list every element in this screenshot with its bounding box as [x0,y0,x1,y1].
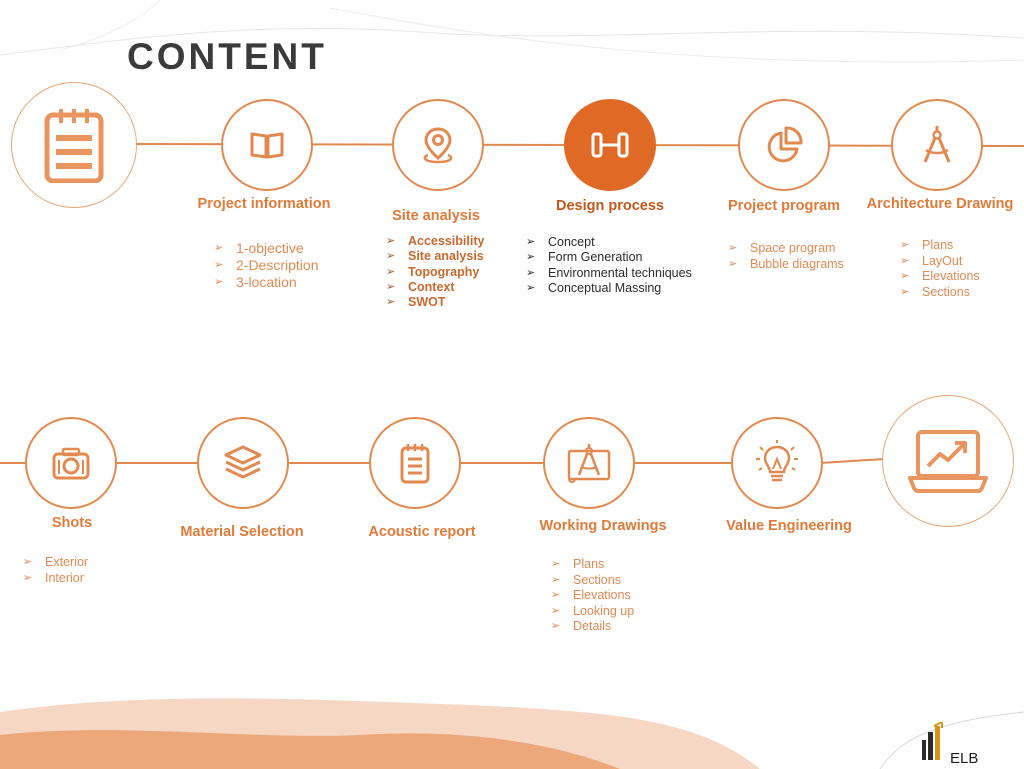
design-process-label: Design process [556,198,664,214]
list-item: Accessibility [386,234,536,250]
material-selection-node [197,417,289,509]
list-item: LayOut [900,254,1020,270]
list-item: Details [551,619,701,635]
site-analysis-list: Accessibility Site analysis Topography C… [386,234,536,311]
list-item: Bubble diagrams [728,257,878,273]
list-item: Elevations [900,269,1020,285]
location-pin-icon [420,126,456,164]
acoustic-report-label: Acoustic report [368,524,476,540]
list-item: 3-location [214,274,364,291]
project-program-node [738,99,830,191]
book-icon [250,130,284,160]
list-item: Topography [386,265,536,281]
acoustic-report-node [369,417,461,509]
list-item: Context [386,280,536,296]
design-process-list: Concept Form Generation Environmental te… [526,235,726,296]
compass-icon [920,124,954,166]
working-drawings-node [543,417,635,509]
design-process-node [564,99,656,191]
laptop-chart-icon [908,428,988,494]
list-item: 2-Description [214,257,364,274]
list-item: Site analysis [386,249,536,265]
list-item: 1-objective [214,240,364,257]
architecture-drawing-label: Architecture Drawing [866,196,1014,212]
list-item: Sections [551,573,701,589]
notepad-icon [399,442,431,484]
logo-text: ELB [950,750,979,767]
list-item: Looking up [551,604,701,620]
project-program-label: Project program [728,198,840,214]
lightbulb-icon [754,439,800,487]
architecture-drawing-list: Plans LayOut Elevations Sections [900,238,1020,300]
list-item: Form Generation [526,250,726,266]
page-title: CONTENT [127,36,327,77]
building-logo-icon [920,720,946,767]
architecture-drawing-node [891,99,983,191]
list-item: Exterior [23,555,143,571]
shots-node [25,417,117,509]
list-item: Environmental techniques [526,266,726,282]
start-node [11,82,137,208]
blueprint-icon [565,441,613,485]
site-analysis-label: Site analysis [392,208,480,224]
site-analysis-node [392,99,484,191]
camera-icon [51,446,91,480]
working-drawings-label: Working Drawings [539,518,667,534]
list-item: Space program [728,241,878,257]
pie-chart-icon [764,125,804,165]
list-item: Plans [900,238,1020,254]
project-information-list: 1-objective 2-Description 3-location [214,240,364,291]
list-item: Concept [526,235,726,251]
layers-icon [223,444,263,482]
material-selection-label: Material Selection [180,524,304,540]
list-item: SWOT [386,295,536,311]
shots-list: Exterior Interior [23,555,143,586]
value-engineering-label: Value Engineering [726,518,852,534]
elb-logo: ELB [920,720,979,767]
shots-label: Shots [51,515,93,531]
list-item: Conceptual Massing [526,281,726,297]
end-node [882,395,1014,527]
project-program-list: Space program Bubble diagrams [728,241,878,272]
notepad-icon [44,107,104,183]
list-item: Sections [900,285,1020,301]
project-information-node [221,99,313,191]
value-engineering-node [731,417,823,509]
working-drawings-list: Plans Sections Elevations Looking up Det… [551,557,701,635]
list-item: Interior [23,571,143,587]
list-item: Plans [551,557,701,573]
dumbbell-icon [590,131,630,159]
project-information-label: Project information [197,196,331,212]
list-item: Elevations [551,588,701,604]
